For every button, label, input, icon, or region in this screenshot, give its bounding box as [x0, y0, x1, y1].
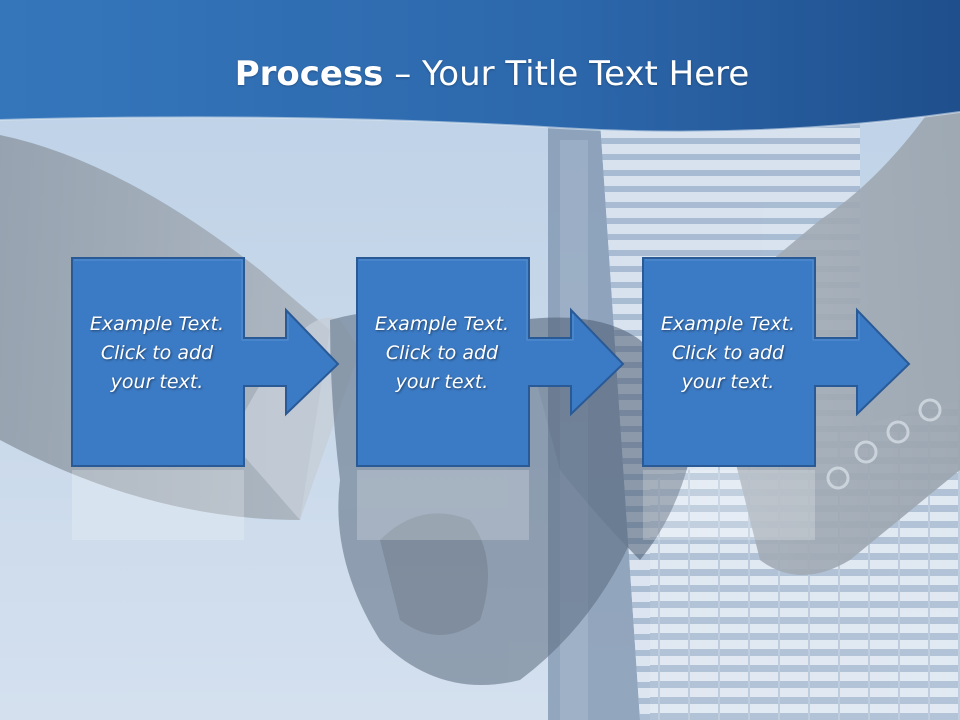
arrow-callout-shape: [71, 257, 340, 467]
slide-title: Process – Your Title Text Here: [0, 52, 960, 96]
step-text-line-3: your text.: [681, 371, 775, 393]
step-text-line-1: Example Text.: [660, 313, 796, 335]
arrow-callout-shape: [642, 257, 911, 467]
step-text-line-3: your text.: [395, 371, 489, 393]
step-text-line-2: Click to add: [100, 342, 214, 364]
cuff-buttons: [826, 398, 942, 490]
step-text-line-2: Click to add: [385, 342, 499, 364]
process-step-2[interactable]: Example Text. Click to add your text.: [355, 256, 695, 556]
step-text-line-2: Click to add: [671, 342, 785, 364]
title-bold-text: Process: [234, 54, 384, 94]
arrow-callout-shape: [356, 257, 625, 467]
title-rest-text: – Your Title Text Here: [383, 54, 750, 94]
step-text-line-3: your text.: [110, 371, 204, 393]
step-text[interactable]: Example Text. Click to add your text.: [643, 310, 813, 397]
step-text-line-1: Example Text.: [374, 313, 510, 335]
step-text[interactable]: Example Text. Click to add your text.: [72, 310, 242, 397]
process-step-3[interactable]: Example Text. Click to add your text.: [641, 256, 960, 556]
box-reflections: [72, 470, 815, 540]
step-text[interactable]: Example Text. Click to add your text.: [357, 310, 527, 397]
header-band: [0, 0, 960, 132]
process-step-1[interactable]: Example Text. Click to add your text.: [70, 256, 410, 556]
step-text-line-1: Example Text.: [89, 313, 225, 335]
